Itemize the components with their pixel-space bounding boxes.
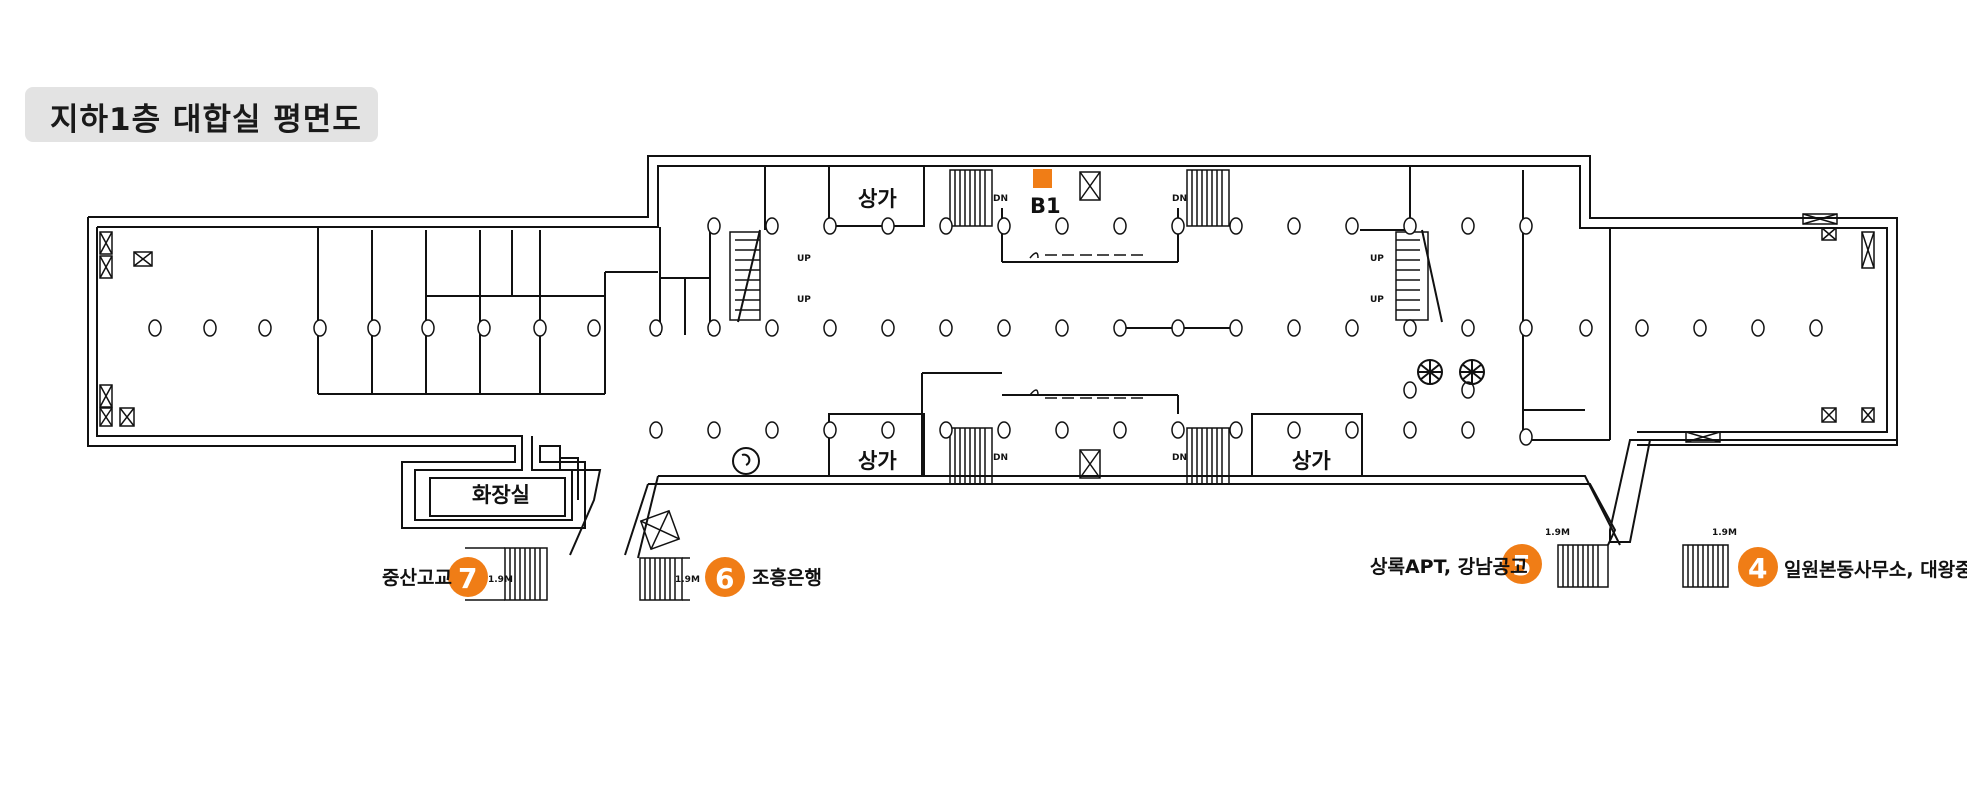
- exit-6-badge: [705, 557, 745, 597]
- stair-label-up: UP: [797, 254, 811, 264]
- exit-6-name: 조흥은행: [752, 566, 822, 589]
- restroom-box: [429, 477, 566, 517]
- exit-stair-6: [639, 557, 690, 601]
- information-icon: [732, 447, 760, 475]
- fare-gates: [1029, 252, 1143, 399]
- exit-7-width: 1.9M: [488, 575, 513, 585]
- exit-4-number: 4: [1748, 552, 1767, 585]
- shop-label-bottom-right: 상가: [1292, 449, 1331, 473]
- stair-label-dn: DN: [1172, 453, 1187, 463]
- stair-label-dn: DN: [993, 194, 1008, 204]
- escalator-right: [1395, 229, 1443, 323]
- shop-lower-right-box: [1251, 413, 1363, 477]
- stair-label-dn: DN: [993, 453, 1008, 463]
- exit-4-width: 1.9M: [1712, 528, 1737, 538]
- shop-upper-box: [828, 165, 925, 227]
- exit-7-name: 중산고교: [382, 567, 452, 589]
- exit-stair-4: [1682, 544, 1729, 588]
- stair-label-up: UP: [1370, 254, 1384, 264]
- exit-7-badge: [448, 557, 488, 597]
- exit-stair-7: [465, 547, 548, 601]
- stair-label-dn: DN: [1172, 194, 1187, 204]
- exit-stair-5: [1557, 544, 1609, 588]
- page-title: 지하1층 대합실 평면도: [50, 102, 362, 138]
- exit-5-badge: [1502, 544, 1542, 584]
- outer-wall: [88, 155, 1898, 543]
- restroom-label: 화장실: [472, 483, 530, 507]
- elevator-exit6: [639, 509, 681, 551]
- stair-top-right: [1186, 169, 1230, 227]
- exit-4-name: 일원본동사무소, 대왕중고: [1784, 559, 1967, 581]
- columns: [148, 217, 1823, 446]
- stair-bottom-left: [949, 427, 993, 485]
- fountain-icon: [1417, 359, 1485, 385]
- stair-bottom-right: [1186, 427, 1230, 485]
- stair-top-left: [949, 169, 993, 227]
- exit-6-number: 6: [715, 562, 734, 595]
- exit-5-number: 5: [1512, 549, 1531, 582]
- exit-5-width: 1.9M: [1545, 528, 1570, 538]
- exit-6-width: 1.9M: [675, 575, 700, 585]
- vent-boxes: [99, 213, 1875, 443]
- stair-label-up: UP: [1370, 295, 1384, 305]
- title-banner: [25, 87, 378, 142]
- shop-label-bottom-left: 상가: [858, 449, 897, 473]
- elevator-top: [1079, 171, 1101, 201]
- exit-5-name: 상록APT, 강남공고: [1370, 556, 1528, 578]
- floor-marker-label: B1: [1030, 194, 1061, 218]
- exit-4-badge: [1738, 547, 1778, 587]
- escalator-left: [729, 229, 761, 323]
- elevator-bottom: [1079, 449, 1101, 479]
- b1-marker: [1033, 169, 1052, 188]
- stair-label-up: UP: [797, 295, 811, 305]
- shop-lower-left-box: [828, 413, 925, 477]
- exit-7-number: 7: [458, 562, 477, 595]
- shop-label-top: 상가: [858, 187, 897, 211]
